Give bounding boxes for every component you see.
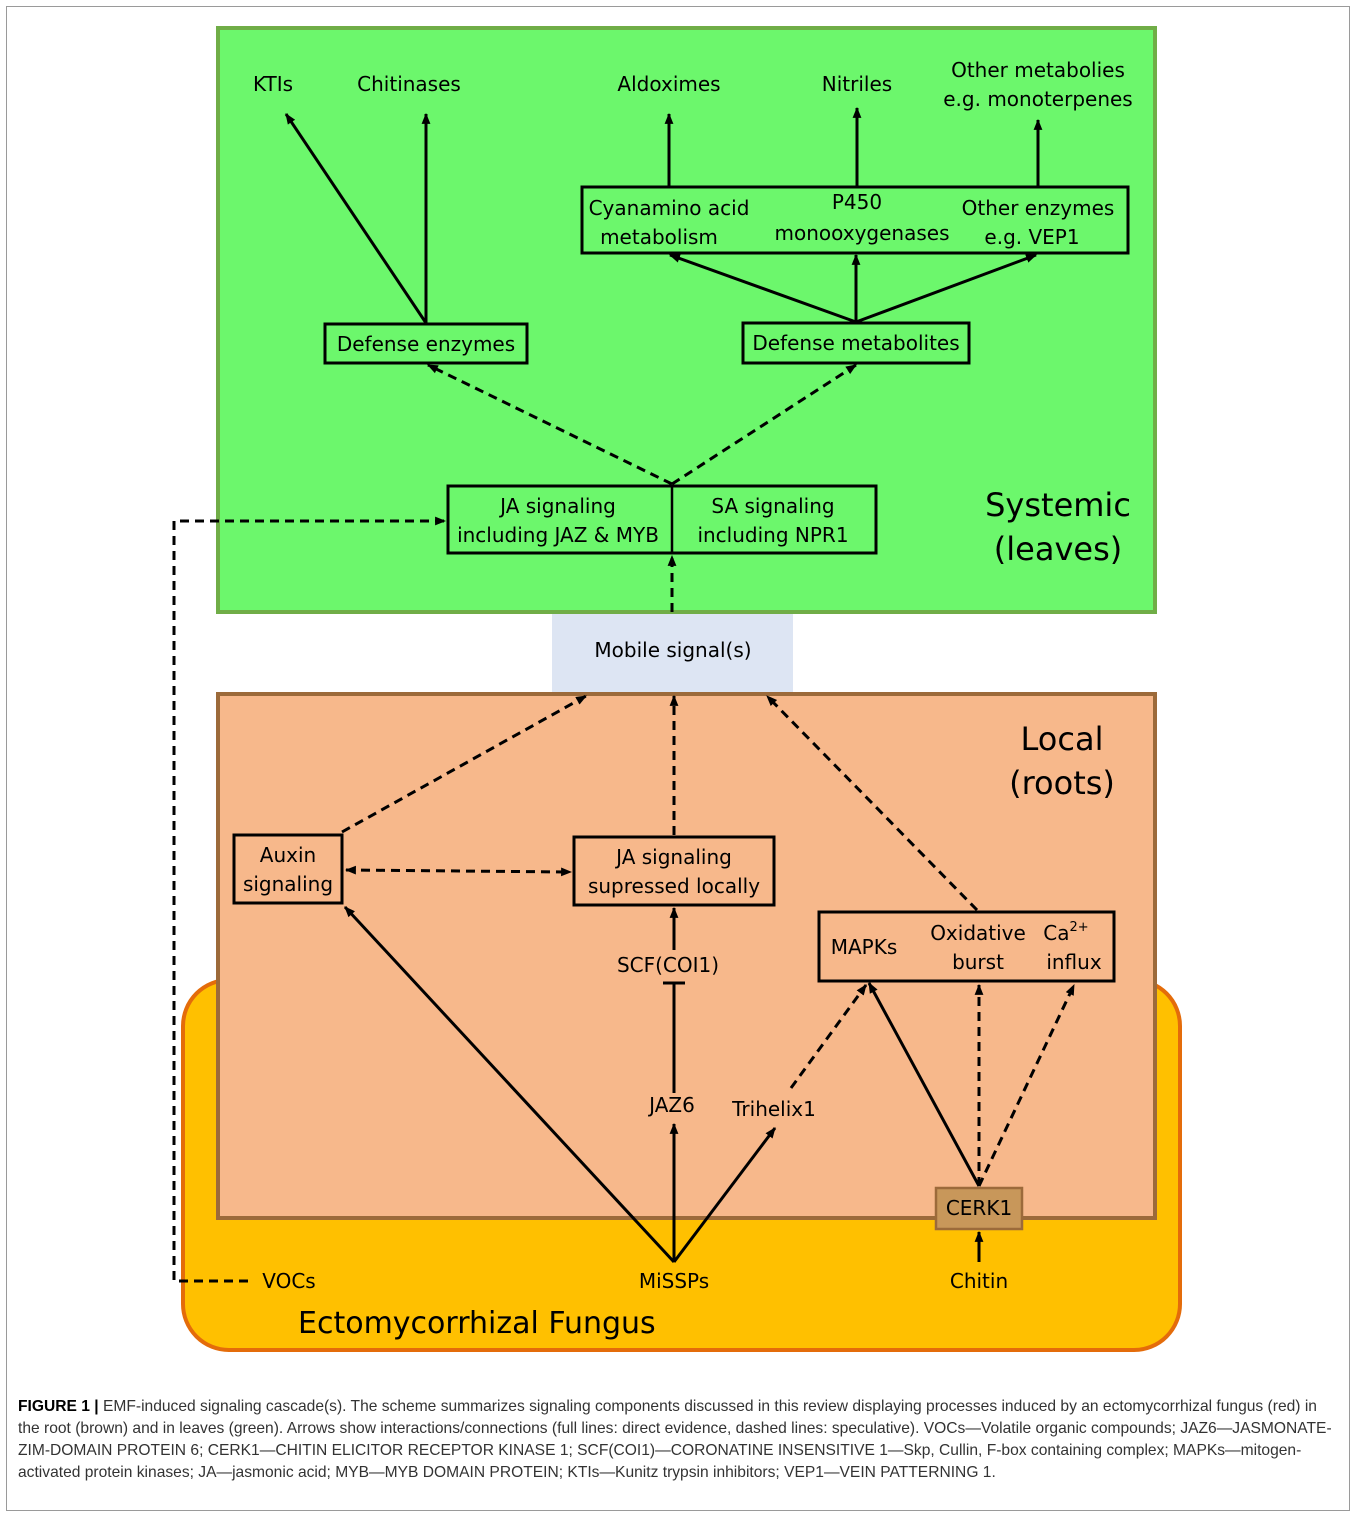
- local-label-line1: Local: [1021, 720, 1104, 758]
- missps-label: MiSSPs: [639, 1269, 709, 1293]
- other-enzymes-line1: Other enzymes: [962, 196, 1115, 220]
- auxin-line1: Auxin: [260, 843, 316, 867]
- arrow-cerk1-to-mapks: [867, 982, 981, 1187]
- defense-metabolites-label: Defense metabolites: [752, 331, 959, 355]
- arrow-missps-to-trihelix1: [672, 1127, 777, 1263]
- arrow-cerk1-to-influx: [977, 984, 1076, 1187]
- scf-coi1-label: SCF(COI1): [617, 953, 719, 977]
- cerk1-box: [934, 1186, 1024, 1231]
- jaz6-label: JAZ6: [647, 1093, 695, 1117]
- caption-text: EMF-induced signaling cascade(s). The sc…: [18, 1398, 1332, 1481]
- chitin-label: Chitin: [950, 1269, 1008, 1293]
- arrow-signaling-to-defense-enzymes: [427, 363, 673, 486]
- ja-suppressed-box: [572, 835, 776, 907]
- fungus-label: Ectomycorrhizal Fungus: [298, 1306, 656, 1341]
- cerk1-label: CERK1: [946, 1196, 1012, 1220]
- vocs-label: VOCs: [262, 1269, 315, 1293]
- ja-suppressed-line2: supressed locally: [588, 874, 760, 898]
- systemic-label-line1: Systemic: [985, 486, 1131, 524]
- ja-signaling-line1: JA signaling: [498, 494, 616, 518]
- arrow-missps-to-auxin: [343, 905, 676, 1264]
- caption-label: FIGURE 1 |: [18, 1398, 99, 1415]
- defense-enzymes-label: Defense enzymes: [337, 332, 515, 356]
- ca-base: Ca: [1043, 921, 1069, 945]
- mapks-label: MAPKs: [831, 935, 898, 959]
- figure-frame: [6, 6, 1350, 1511]
- cyanamino-line1: Cyanamino acid: [589, 196, 750, 220]
- ktis-label: KTIs: [253, 72, 293, 96]
- aldoximes-label: Aldoximes: [617, 72, 720, 96]
- enzymes-metabolism-box: [580, 185, 1130, 255]
- local-region: [216, 692, 1157, 1220]
- arrow-vocs-to-ja-signaling: [172, 516, 447, 1283]
- trihelix1-label: Trihelix1: [731, 1097, 816, 1121]
- auxin-line2: signaling: [243, 872, 333, 896]
- p450-line1: P450: [832, 190, 882, 214]
- mobile-signal-label: Mobile signal(s): [594, 638, 751, 662]
- ja-sa-signaling-box: [446, 484, 878, 555]
- local-label-line2: (roots): [1009, 764, 1115, 802]
- defense-enzymes-box: [323, 322, 529, 365]
- influx-label: influx: [1046, 950, 1102, 974]
- other-metabolites-line1: Other metabolies: [951, 58, 1125, 82]
- arrow-signaling-to-defense-metabolites: [671, 363, 857, 486]
- oxidative-line2: burst: [952, 950, 1004, 974]
- arrow-trihelix1-to-mapks: [789, 984, 868, 1089]
- arrow-enzymes-to-ktis: [284, 113, 428, 324]
- arrow-metabolites-to-other-enzymes: [855, 253, 1038, 324]
- arrow-mapks-to-mobile: [765, 694, 979, 912]
- cyanamino-line2: metabolism: [600, 225, 718, 249]
- p450-line2: monooxygenases: [775, 221, 950, 245]
- other-enzymes-line2: e.g. VEP1: [984, 225, 1079, 249]
- systemic-region: [216, 26, 1157, 614]
- arrow-auxin-ja-bidirectional: [344, 865, 573, 877]
- arrow-metabolites-to-cyanamino: [668, 253, 857, 324]
- sa-signaling-line1: SA signaling: [711, 494, 834, 518]
- oxidative-line1: Oxidative: [930, 921, 1026, 945]
- ja-signaling-line2: including JAZ & MYB: [457, 523, 659, 547]
- sa-signaling-line2: including NPR1: [697, 523, 848, 547]
- defense-metabolites-box: [741, 321, 971, 365]
- other-metabolites-line2: e.g. monoterpenes: [943, 87, 1132, 111]
- ca-label: Ca2+: [1043, 920, 1088, 945]
- ca-superscript: 2+: [1070, 920, 1089, 935]
- mobile-signal-box: [552, 614, 793, 692]
- figure-caption: FIGURE 1 | EMF-induced signaling cascade…: [18, 1396, 1340, 1484]
- auxin-box: [232, 833, 344, 905]
- mapks-burst-influx-box: [817, 910, 1116, 983]
- ja-suppressed-line1: JA signaling: [614, 845, 732, 869]
- arrow-auxin-to-mobile: [341, 694, 587, 834]
- systemic-label-line2: (leaves): [994, 530, 1122, 568]
- signaling-diagram: Systemic (leaves) Local (roots) Ectomyco…: [172, 26, 1182, 1352]
- chitinases-label: Chitinases: [357, 72, 461, 96]
- nitriles-label: Nitriles: [822, 72, 892, 96]
